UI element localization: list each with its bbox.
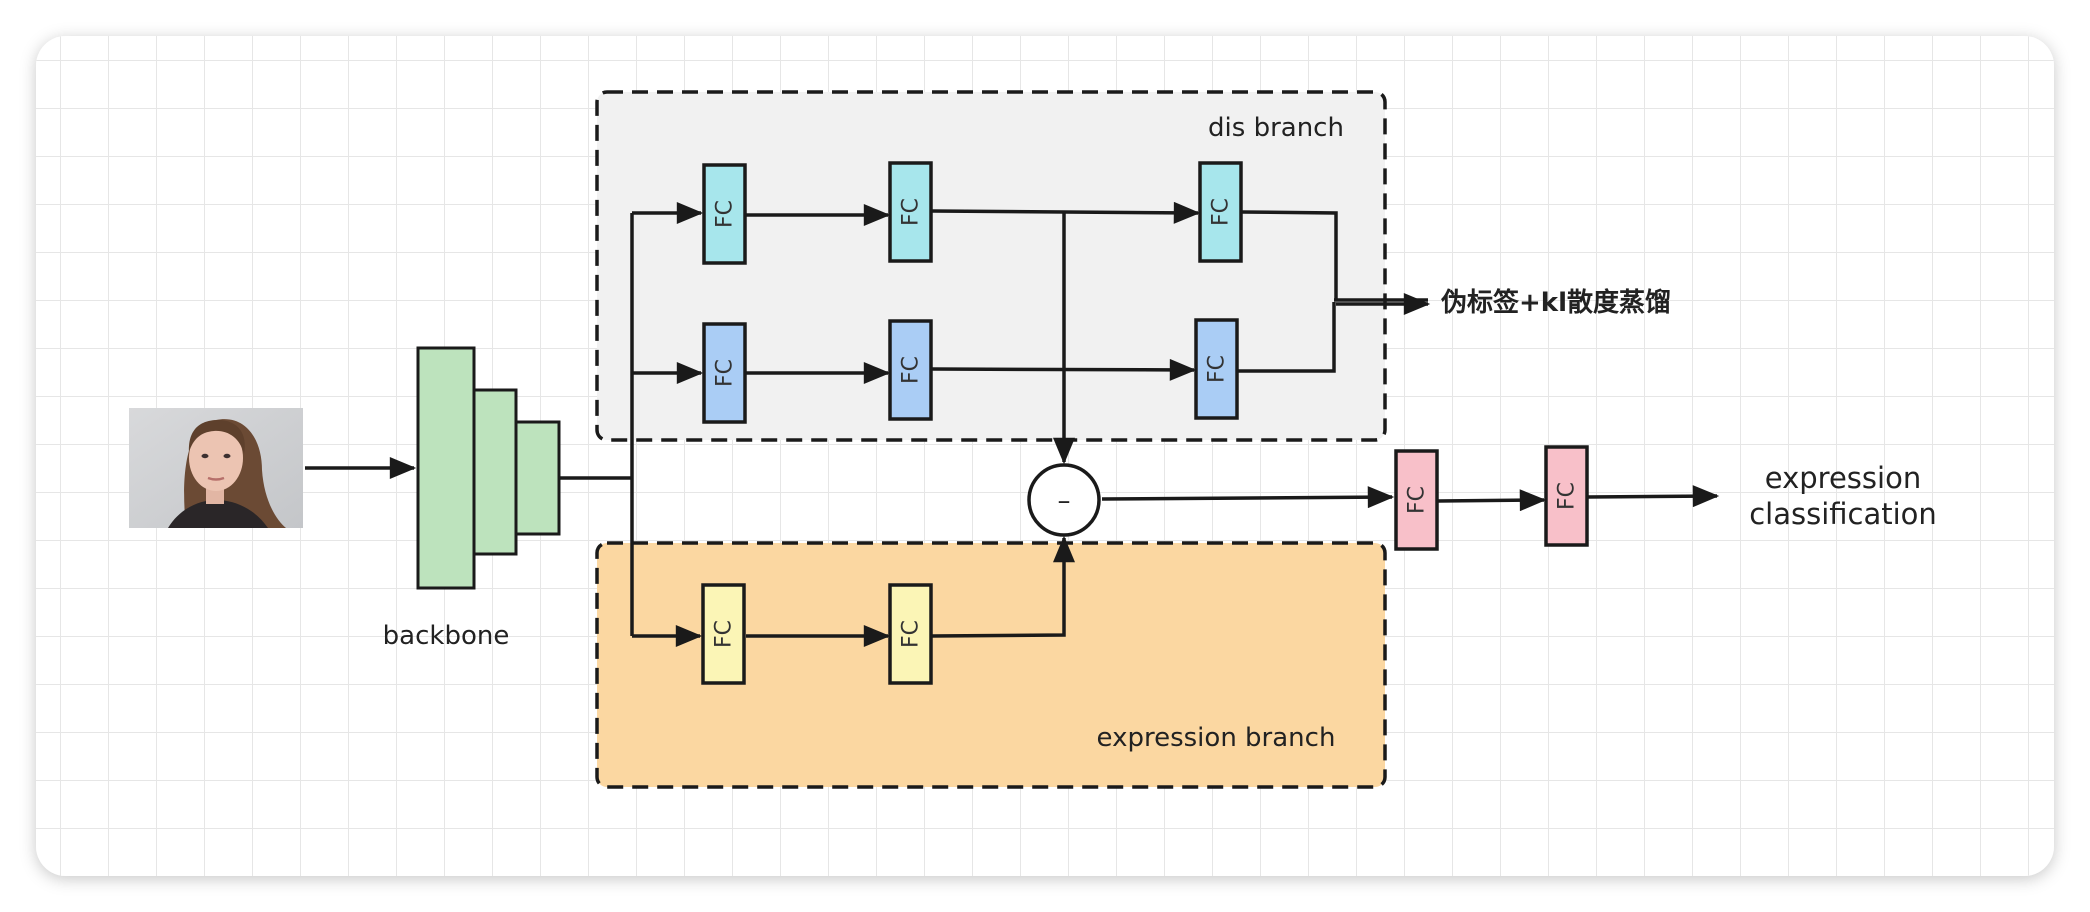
subtract-symbol: –: [1058, 486, 1071, 516]
expression-branch-label: expression branch: [1097, 723, 1336, 753]
connections: [305, 201, 1720, 647]
cls-fc-1: FC: [1394, 449, 1439, 551]
canvas-card: [36, 36, 2054, 876]
fc-label: FC: [712, 620, 737, 648]
output-label-line2: classification: [1749, 497, 1937, 531]
dis-fc-top-1: FC: [702, 163, 747, 265]
fc-label: FC: [899, 620, 924, 648]
fc-label: FC: [1205, 355, 1230, 383]
fc-label: FC: [1555, 482, 1580, 510]
fc-label: FC: [713, 200, 738, 228]
dis-fc-top-2: FC: [888, 161, 933, 263]
fc-boxes: FC FC FC FC FC FC FC FC: [701, 161, 1589, 685]
fc-label: FC: [899, 198, 924, 226]
cls-fc-2: FC: [1544, 445, 1589, 547]
dis-fc-top-3: FC: [1198, 161, 1243, 263]
expr-fc-1: FC: [701, 583, 746, 685]
dis-fc-bottom-1: FC: [702, 322, 747, 424]
dis-fc-bottom-2: FC: [888, 319, 933, 421]
fc-label: FC: [1405, 486, 1430, 514]
fc-label: FC: [1209, 198, 1234, 226]
kl-distillation-label: 伪标签+kl散度蒸馏: [1440, 287, 1671, 318]
backbone-network: [416, 346, 561, 590]
expr-fc-2: FC: [888, 583, 933, 685]
dis-branch-label: dis branch: [1208, 113, 1344, 143]
input-face-image: [129, 408, 303, 528]
subtract-node: –: [1027, 463, 1101, 537]
backbone-label: backbone: [383, 621, 510, 651]
expression-branch-box: [595, 541, 1387, 789]
fc-label: FC: [899, 356, 924, 384]
dis-fc-bottom-3: FC: [1194, 318, 1239, 420]
output-label-line1: expression: [1765, 461, 1921, 495]
fc-label: FC: [713, 359, 738, 387]
dis-branch-box: [595, 90, 1387, 442]
